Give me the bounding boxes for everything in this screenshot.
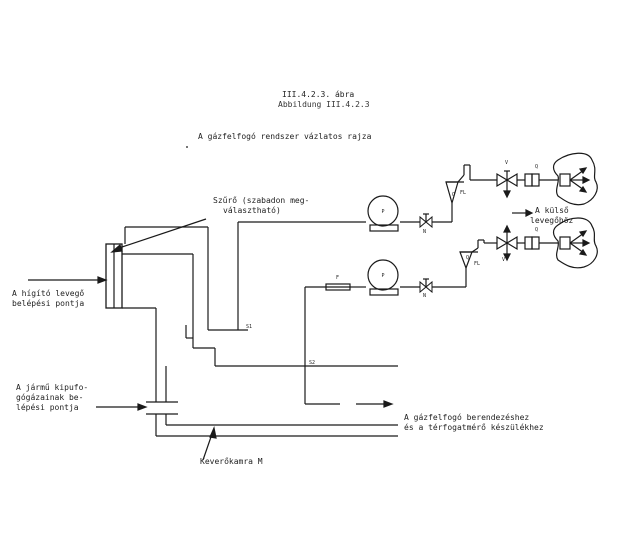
figure-title: A gázfelfogó rendszer vázlatos rajza [198,132,372,141]
flowmeter-1 [445,174,465,206]
outlet-label-line2: és a térfogatmérő készülékhez [404,423,544,432]
needle-valve-2-letter: N [423,293,427,299]
duct-upper [122,226,398,367]
filter-label-line2: választható) [223,206,281,215]
sample-point-2-label: S2 [309,360,316,366]
pump-1-letter: P [381,209,384,215]
mixing-pipe [146,366,398,437]
filter-label-line1: Szűrő (szabadon meg- [213,196,310,205]
three-way-valve-1-letter: V [505,160,509,166]
outside-air-label-line2: levegőhöz [530,216,574,225]
filter-body [105,243,123,309]
quick-connector-2 [524,236,558,250]
needle-valve-2 [419,278,433,294]
sample-point-1-label: S1 [246,324,253,330]
sample-bag-1 [552,152,598,206]
mixing-chamber-label: Keverőkamra M [200,457,263,466]
pump-2-letter: P [381,273,384,279]
flowmeter-2 [459,247,479,270]
exhaust-label-line3: lépési pontja [16,403,79,412]
three-way-valve-2 [496,224,518,262]
dilution-air-label-line1: A hígító levegő [12,289,85,298]
outside-air-label-line1: A külső [535,206,569,215]
quick-connector-1 [524,173,558,187]
flowmeter-1-letter: FL [460,190,467,196]
outlet-label-line1: A gázfelfogó berendezéshez [404,413,530,422]
figure-number-de: Abbildung III.4.2.3 [278,100,370,109]
filter-f [325,283,351,291]
sample-line-1 [237,164,525,330]
three-way-valve-2-letter: V [502,257,506,263]
pump-2 [367,259,399,296]
figure-number-hu: III.4.2.3. ábra [282,90,355,99]
mixing-chamber-leader [202,426,217,461]
sample-bag-2 [552,217,598,269]
filter-leader-arrow [110,218,207,253]
quick-connector-2-letter: Q [535,227,539,233]
sample-line-2 [305,239,525,288]
quick-connector-1-letter: Q [535,164,539,170]
needle-valve-1-letter: N [423,229,427,235]
outside-air-arrow [512,209,534,217]
needle-valve-1 [419,213,433,229]
exhaust-label-line2: gógázainak be- [16,393,84,402]
dilution-air-label-line2: belépési pontja [12,299,85,308]
flowmeter-2-letter: FL [474,261,481,267]
three-way-valve-1 [496,170,518,199]
flowmeter-2-q: Q [466,255,470,261]
exhaust-arrow [96,403,148,411]
flowmeter-1-q: Q [452,192,456,198]
exhaust-label-line1: A jármű kipufo- [16,383,89,392]
pump-1 [367,195,399,232]
dilution-air-arrow [28,276,108,284]
outlet-arrow [304,287,394,408]
filter-f-letter: F [336,275,340,281]
